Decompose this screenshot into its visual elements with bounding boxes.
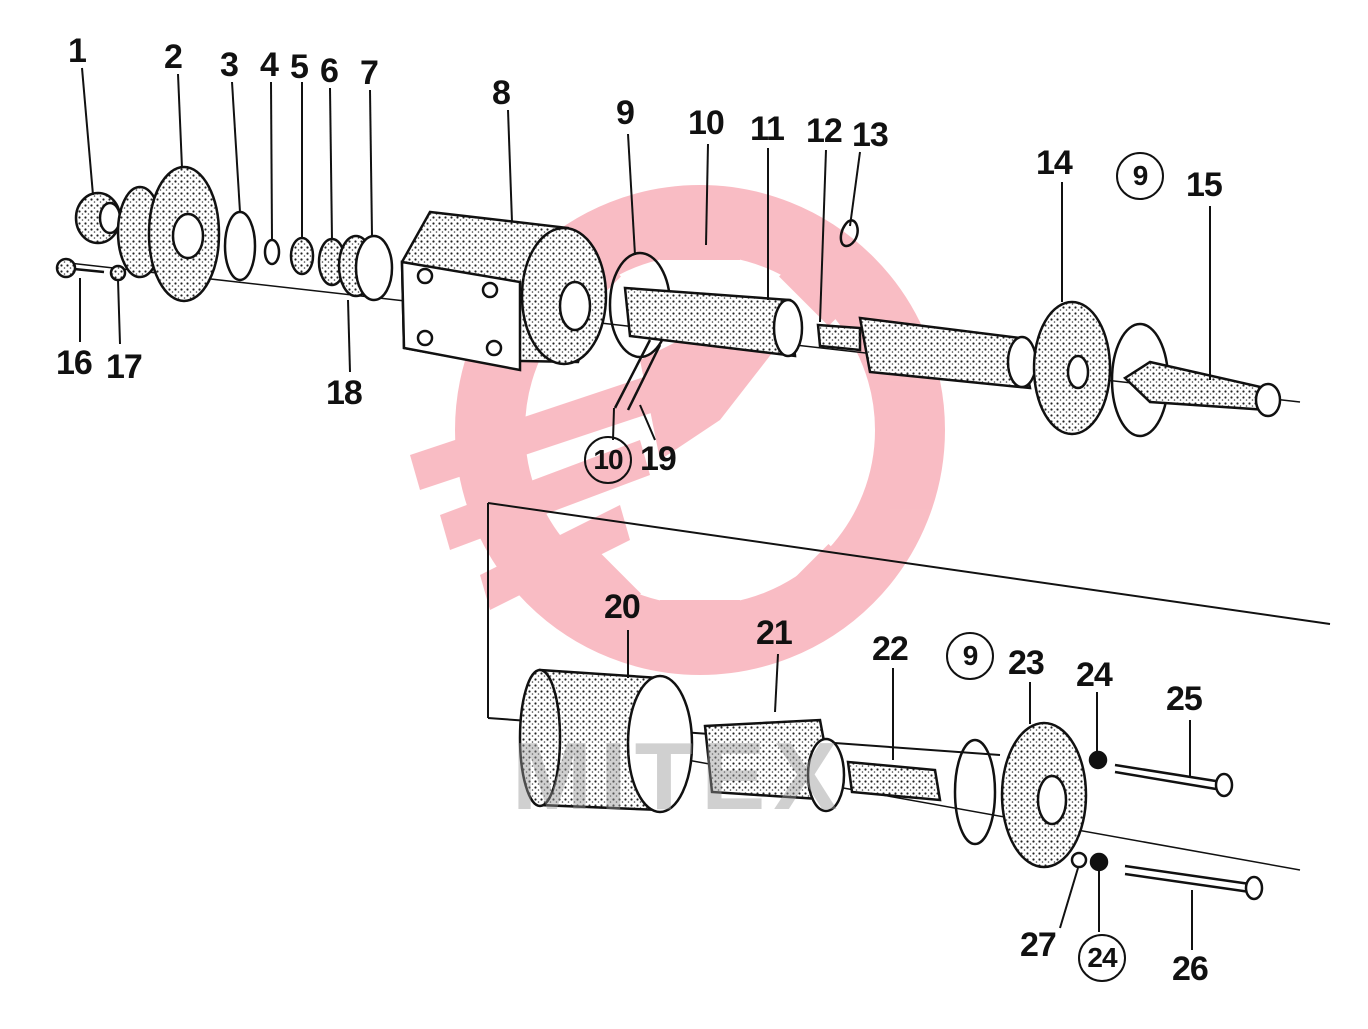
- callout-3: 3: [220, 46, 239, 84]
- callout-23: 23: [1008, 644, 1045, 682]
- callout-26: 26: [1172, 950, 1209, 988]
- callout-6: 6: [320, 52, 339, 90]
- callout-24-circled: 24: [1078, 934, 1126, 982]
- callout-18: 18: [326, 374, 363, 412]
- lower-assembly: [518, 668, 1301, 901]
- callout-15: 15: [1186, 166, 1223, 204]
- callout-2: 2: [164, 38, 183, 76]
- callout-16: 16: [56, 344, 93, 382]
- callout-11: 11: [750, 110, 785, 148]
- callout-14: 14: [1036, 144, 1073, 182]
- callout-24: 24: [1076, 656, 1113, 694]
- callout-10: 10: [688, 104, 725, 142]
- callout-9-circled: 9: [1116, 152, 1164, 200]
- leader-lines: [79, 67, 1211, 950]
- callout-21: 21: [756, 614, 793, 652]
- callout-27: 27: [1020, 926, 1057, 964]
- callout-9: 9: [616, 94, 635, 132]
- callout-19: 19: [640, 440, 677, 478]
- callout-7: 7: [360, 54, 379, 92]
- callout-25: 25: [1166, 680, 1203, 718]
- callout-20: 20: [604, 588, 641, 626]
- callout-9-circled-lower: 9: [946, 632, 994, 680]
- callout-13: 13: [852, 116, 889, 154]
- watermark-text: MITEX: [512, 723, 846, 830]
- upper-assembly: [55, 165, 1301, 438]
- callout-12: 12: [806, 112, 843, 150]
- callout-5: 5: [290, 48, 309, 86]
- callout-22: 22: [872, 630, 909, 668]
- callout-4: 4: [260, 46, 279, 84]
- callout-1: 1: [68, 32, 87, 70]
- callout-10-circled: 10: [584, 436, 632, 484]
- callout-17: 17: [106, 348, 143, 386]
- callout-8: 8: [492, 74, 511, 112]
